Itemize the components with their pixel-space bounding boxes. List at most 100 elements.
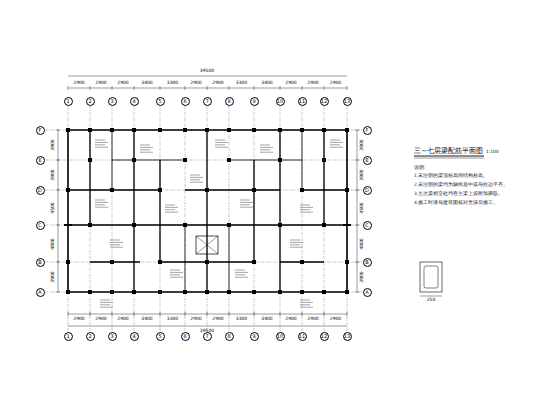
axis-number: 1 bbox=[66, 99, 69, 104]
axis-bubble: 12 bbox=[320, 97, 329, 106]
axis-number: 5 bbox=[158, 99, 161, 104]
axis-bubble: B bbox=[36, 258, 45, 267]
axis-number: 9 bbox=[252, 334, 255, 339]
dimension-text: 3400 bbox=[141, 81, 152, 86]
axis-number: 11 bbox=[299, 334, 305, 339]
axis-lines bbox=[45, 106, 362, 331]
axis-number: 12 bbox=[321, 334, 327, 339]
axis-number: 5 bbox=[158, 334, 161, 339]
note-text: 2.未注明的梁均为轴线居中或与柱边平齐。 bbox=[414, 183, 508, 188]
axis-bubble: A bbox=[363, 288, 372, 297]
axis-number: 6 bbox=[183, 334, 186, 339]
axis-bubble: 5 bbox=[156, 97, 165, 106]
axis-number: F bbox=[39, 128, 42, 133]
axis-number: 3 bbox=[110, 334, 113, 339]
axis-number: 2 bbox=[88, 334, 91, 339]
axis-bubble: 7 bbox=[203, 332, 212, 341]
note-text: 说明: bbox=[414, 166, 426, 171]
dimension-text: 4500 bbox=[360, 202, 365, 213]
axis-number: A bbox=[365, 290, 368, 295]
axis-bubble: 11 bbox=[298, 97, 307, 106]
axis-bubble: A bbox=[36, 288, 45, 297]
axis-bubble: 13 bbox=[343, 97, 352, 106]
axis-bubble: 1 bbox=[64, 97, 73, 106]
axis-bubble: 10 bbox=[276, 97, 285, 106]
axis-number: 8 bbox=[227, 334, 230, 339]
dimension-text: 2900 bbox=[95, 317, 106, 322]
title-underline bbox=[414, 156, 484, 158]
beam-annotation-texture bbox=[95, 140, 343, 307]
dimension-text: 250 bbox=[427, 298, 436, 303]
axis-number: 10 bbox=[277, 99, 283, 104]
dimension-text: 39500 bbox=[200, 69, 214, 74]
dimension-text: 39500 bbox=[200, 329, 214, 334]
dimension-text: 2900 bbox=[73, 81, 84, 86]
axis-number: 9 bbox=[252, 99, 255, 104]
axis-bubble: 5 bbox=[156, 332, 165, 341]
axis-number: 12 bbox=[321, 99, 327, 104]
dimension-text: 3900 bbox=[51, 169, 56, 180]
axis-number: 13 bbox=[344, 99, 350, 104]
axis-number: C bbox=[365, 223, 369, 228]
axis-number: 7 bbox=[205, 334, 208, 339]
axis-number: 2 bbox=[88, 99, 91, 104]
dimension-text: 2900 bbox=[73, 317, 84, 322]
dimension-text: 2900 bbox=[190, 81, 201, 86]
axis-number: 10 bbox=[277, 334, 283, 339]
dimension-text: 3900 bbox=[51, 139, 56, 150]
axis-bubble: 8 bbox=[225, 332, 234, 341]
columns bbox=[66, 128, 349, 294]
dimension-text: 4500 bbox=[51, 202, 56, 213]
dimension-text: 3300 bbox=[167, 81, 178, 86]
axis-number: 7 bbox=[205, 99, 208, 104]
note-text: 3.主次梁相交处均在主梁上设附加箍筋。 bbox=[414, 192, 503, 197]
axis-number: A bbox=[38, 290, 41, 295]
axis-bubble: 3 bbox=[108, 97, 117, 106]
dimension-lines bbox=[56, 76, 359, 326]
dimension-text: 2900 bbox=[117, 81, 128, 86]
axis-bubble: 1 bbox=[64, 332, 73, 341]
dimension-text: 3400 bbox=[261, 317, 272, 322]
dimension-text: 2900 bbox=[212, 317, 223, 322]
axis-number: C bbox=[38, 223, 42, 228]
axis-number: 3 bbox=[110, 99, 113, 104]
dimension-text: 2900 bbox=[117, 317, 128, 322]
dimension-text: 4800 bbox=[360, 238, 365, 249]
dimension-text: 2900 bbox=[330, 81, 341, 86]
axis-bubble: D bbox=[363, 186, 372, 195]
axis-bubble: 6 bbox=[181, 332, 190, 341]
dimension-text: 2900 bbox=[190, 317, 201, 322]
axis-bubble: D bbox=[36, 186, 45, 195]
axis-number: D bbox=[365, 188, 369, 193]
axis-bubble: 7 bbox=[203, 97, 212, 106]
dimension-text: 2900 bbox=[285, 317, 296, 322]
dimension-text: 3400 bbox=[141, 317, 152, 322]
dimension-text: 2900 bbox=[330, 317, 341, 322]
axis-bubble: F bbox=[363, 126, 372, 135]
dimension-text: 3900 bbox=[360, 169, 365, 180]
note-text: 1:100 bbox=[486, 150, 499, 155]
dimension-text: 2900 bbox=[212, 81, 223, 86]
axis-bubble: B bbox=[363, 258, 372, 267]
axis-bubble: 6 bbox=[181, 97, 190, 106]
axis-number: 8 bbox=[227, 99, 230, 104]
axis-bubble: E bbox=[36, 156, 45, 165]
note-text: 4.施工时请与建筑图核对无误后施工。 bbox=[414, 201, 498, 206]
axis-number: D bbox=[38, 188, 42, 193]
axis-bubble: 10 bbox=[276, 332, 285, 341]
axis-number: F bbox=[366, 128, 369, 133]
axis-bubble: 12 bbox=[320, 332, 329, 341]
note-text: 1.未注明的梁顶标高同结构标高。 bbox=[414, 174, 488, 179]
axis-bubble: 3 bbox=[108, 332, 117, 341]
dimension-text: 3300 bbox=[236, 317, 247, 322]
axis-bubble: 4 bbox=[130, 97, 139, 106]
axis-bubble: C bbox=[36, 221, 45, 230]
drawing-title: 三~七层梁配筋平面图 bbox=[414, 146, 483, 156]
dimension-text: 2900 bbox=[285, 81, 296, 86]
axis-bubble: 2 bbox=[86, 332, 95, 341]
dimension-text: 3900 bbox=[360, 139, 365, 150]
axis-number: 13 bbox=[344, 334, 350, 339]
dimension-text: 3300 bbox=[167, 317, 178, 322]
dimension-text: 2900 bbox=[307, 81, 318, 86]
